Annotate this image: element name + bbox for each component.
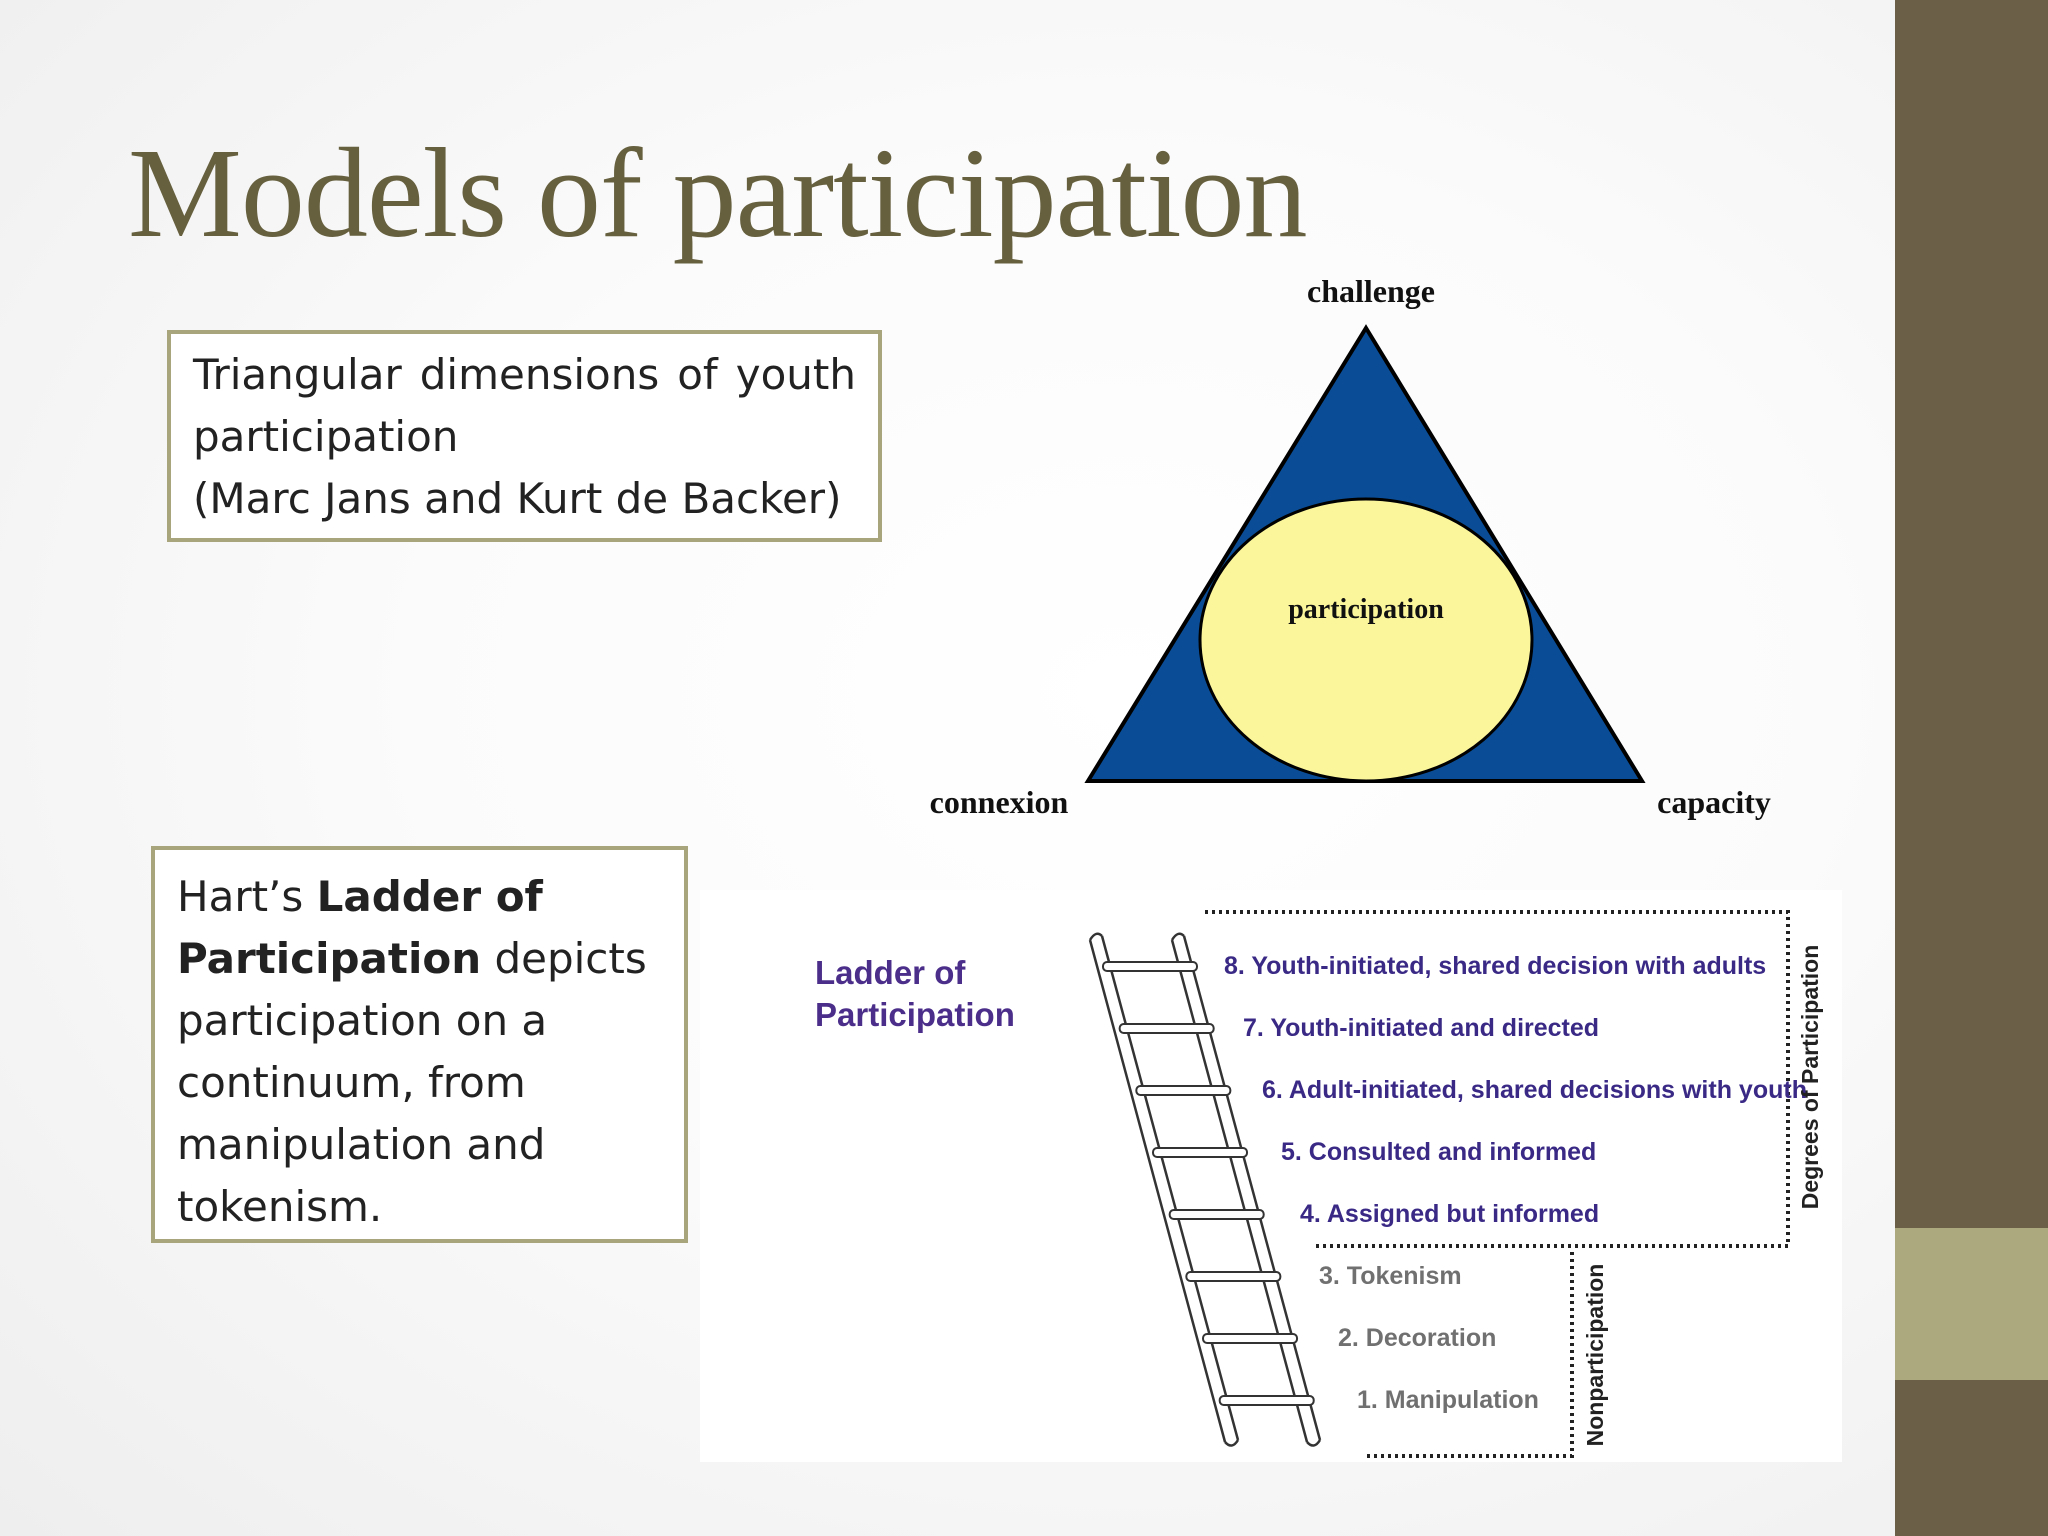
ladder-rail-caps: [1088, 932, 1322, 1447]
ladder-description-line-2: Participation depicts: [177, 928, 662, 990]
ladder-rung: [1218, 1395, 1315, 1406]
triangle-label-capacity: capacity: [1657, 784, 1771, 820]
ladder-rungs: [1101, 961, 1315, 1406]
ladder-rung: [1152, 1147, 1249, 1158]
ladder-rail-left: [1088, 935, 1240, 1443]
ladder-rail-right: [1170, 935, 1322, 1443]
ladder-description-bold-1: Ladder of: [316, 872, 543, 921]
ladder-rung: [1101, 961, 1198, 972]
ladder-description-line-5: manipulation and: [177, 1120, 546, 1169]
ladder-rung-label: 8. Youth-initiated, shared decision with…: [1224, 952, 1766, 980]
triangle-description-line-1: Triangular dimensions of youth: [193, 350, 856, 399]
triangle-description-authors: (Marc Jans and Kurt de Backer): [193, 474, 842, 523]
triangle-shape: [1084, 324, 1646, 783]
triangle-label-connexion: connexion: [930, 784, 1069, 820]
nonparticipation-label: Nonparticipation: [1582, 1264, 1608, 1447]
triangle-description-box: Triangular dimensions of youth participa…: [167, 330, 882, 542]
degrees-of-participation-label: Degrees of Participation: [1797, 945, 1823, 1210]
ladder-description-box: Hart’s Ladder of Participation depicts p…: [151, 846, 688, 1243]
nonparticipation-frame: [1365, 1252, 1574, 1458]
ladder-description-prefix: Hart’s: [177, 872, 317, 921]
ladder-rung-labels: 8. Youth-initiated, shared decision with…: [1224, 952, 1807, 1414]
ladder-rung-label: 1. Manipulation: [1357, 1386, 1539, 1414]
ladder-description-line-1: Hart’s Ladder of: [177, 866, 662, 928]
triangle-description-line-2: participation: [193, 412, 459, 461]
ladder-rung: [1185, 1271, 1282, 1282]
side-bar-accent: [1895, 1228, 2048, 1380]
ladder-rung: [1168, 1209, 1265, 1220]
ladder-rung-label: 5. Consulted and informed: [1281, 1138, 1596, 1166]
ladder-rung: [1118, 1023, 1215, 1034]
degrees-frame: [1205, 910, 1790, 1248]
ladder-description-line-4: continuum, from: [177, 1058, 526, 1107]
triangle-label-participation: participation: [1288, 594, 1444, 625]
ladder-rung: [1135, 1085, 1232, 1096]
ladder-graphic: [1088, 932, 1322, 1447]
ladder-title-line-1: Ladder of: [815, 954, 966, 991]
slide-title: Models of participation: [128, 122, 1307, 264]
ladder-rung-label: 3. Tokenism: [1319, 1262, 1462, 1290]
ladder-diagram-background: [700, 890, 1842, 1462]
triangle-label-challenge: challenge: [1307, 273, 1435, 309]
ladder-rung: [1202, 1333, 1299, 1344]
ladder-title-line-2: Participation: [815, 996, 1015, 1033]
ladder-rung-label: 4. Assigned but informed: [1300, 1200, 1599, 1228]
participation-circle: [1198, 497, 1534, 783]
ladder-description-rest-1: depicts: [481, 934, 647, 983]
ladder-rung-label: 6. Adult-initiated, shared decisions wit…: [1262, 1076, 1807, 1104]
ladder-description-line-3: participation on a: [177, 996, 548, 1045]
ladder-rung-label: 7. Youth-initiated and directed: [1243, 1014, 1599, 1042]
ladder-description-bold-2: Participation: [177, 934, 482, 983]
ladder-rung-label: 2. Decoration: [1338, 1324, 1496, 1352]
ladder-description-line-6: tokenism.: [177, 1182, 383, 1231]
